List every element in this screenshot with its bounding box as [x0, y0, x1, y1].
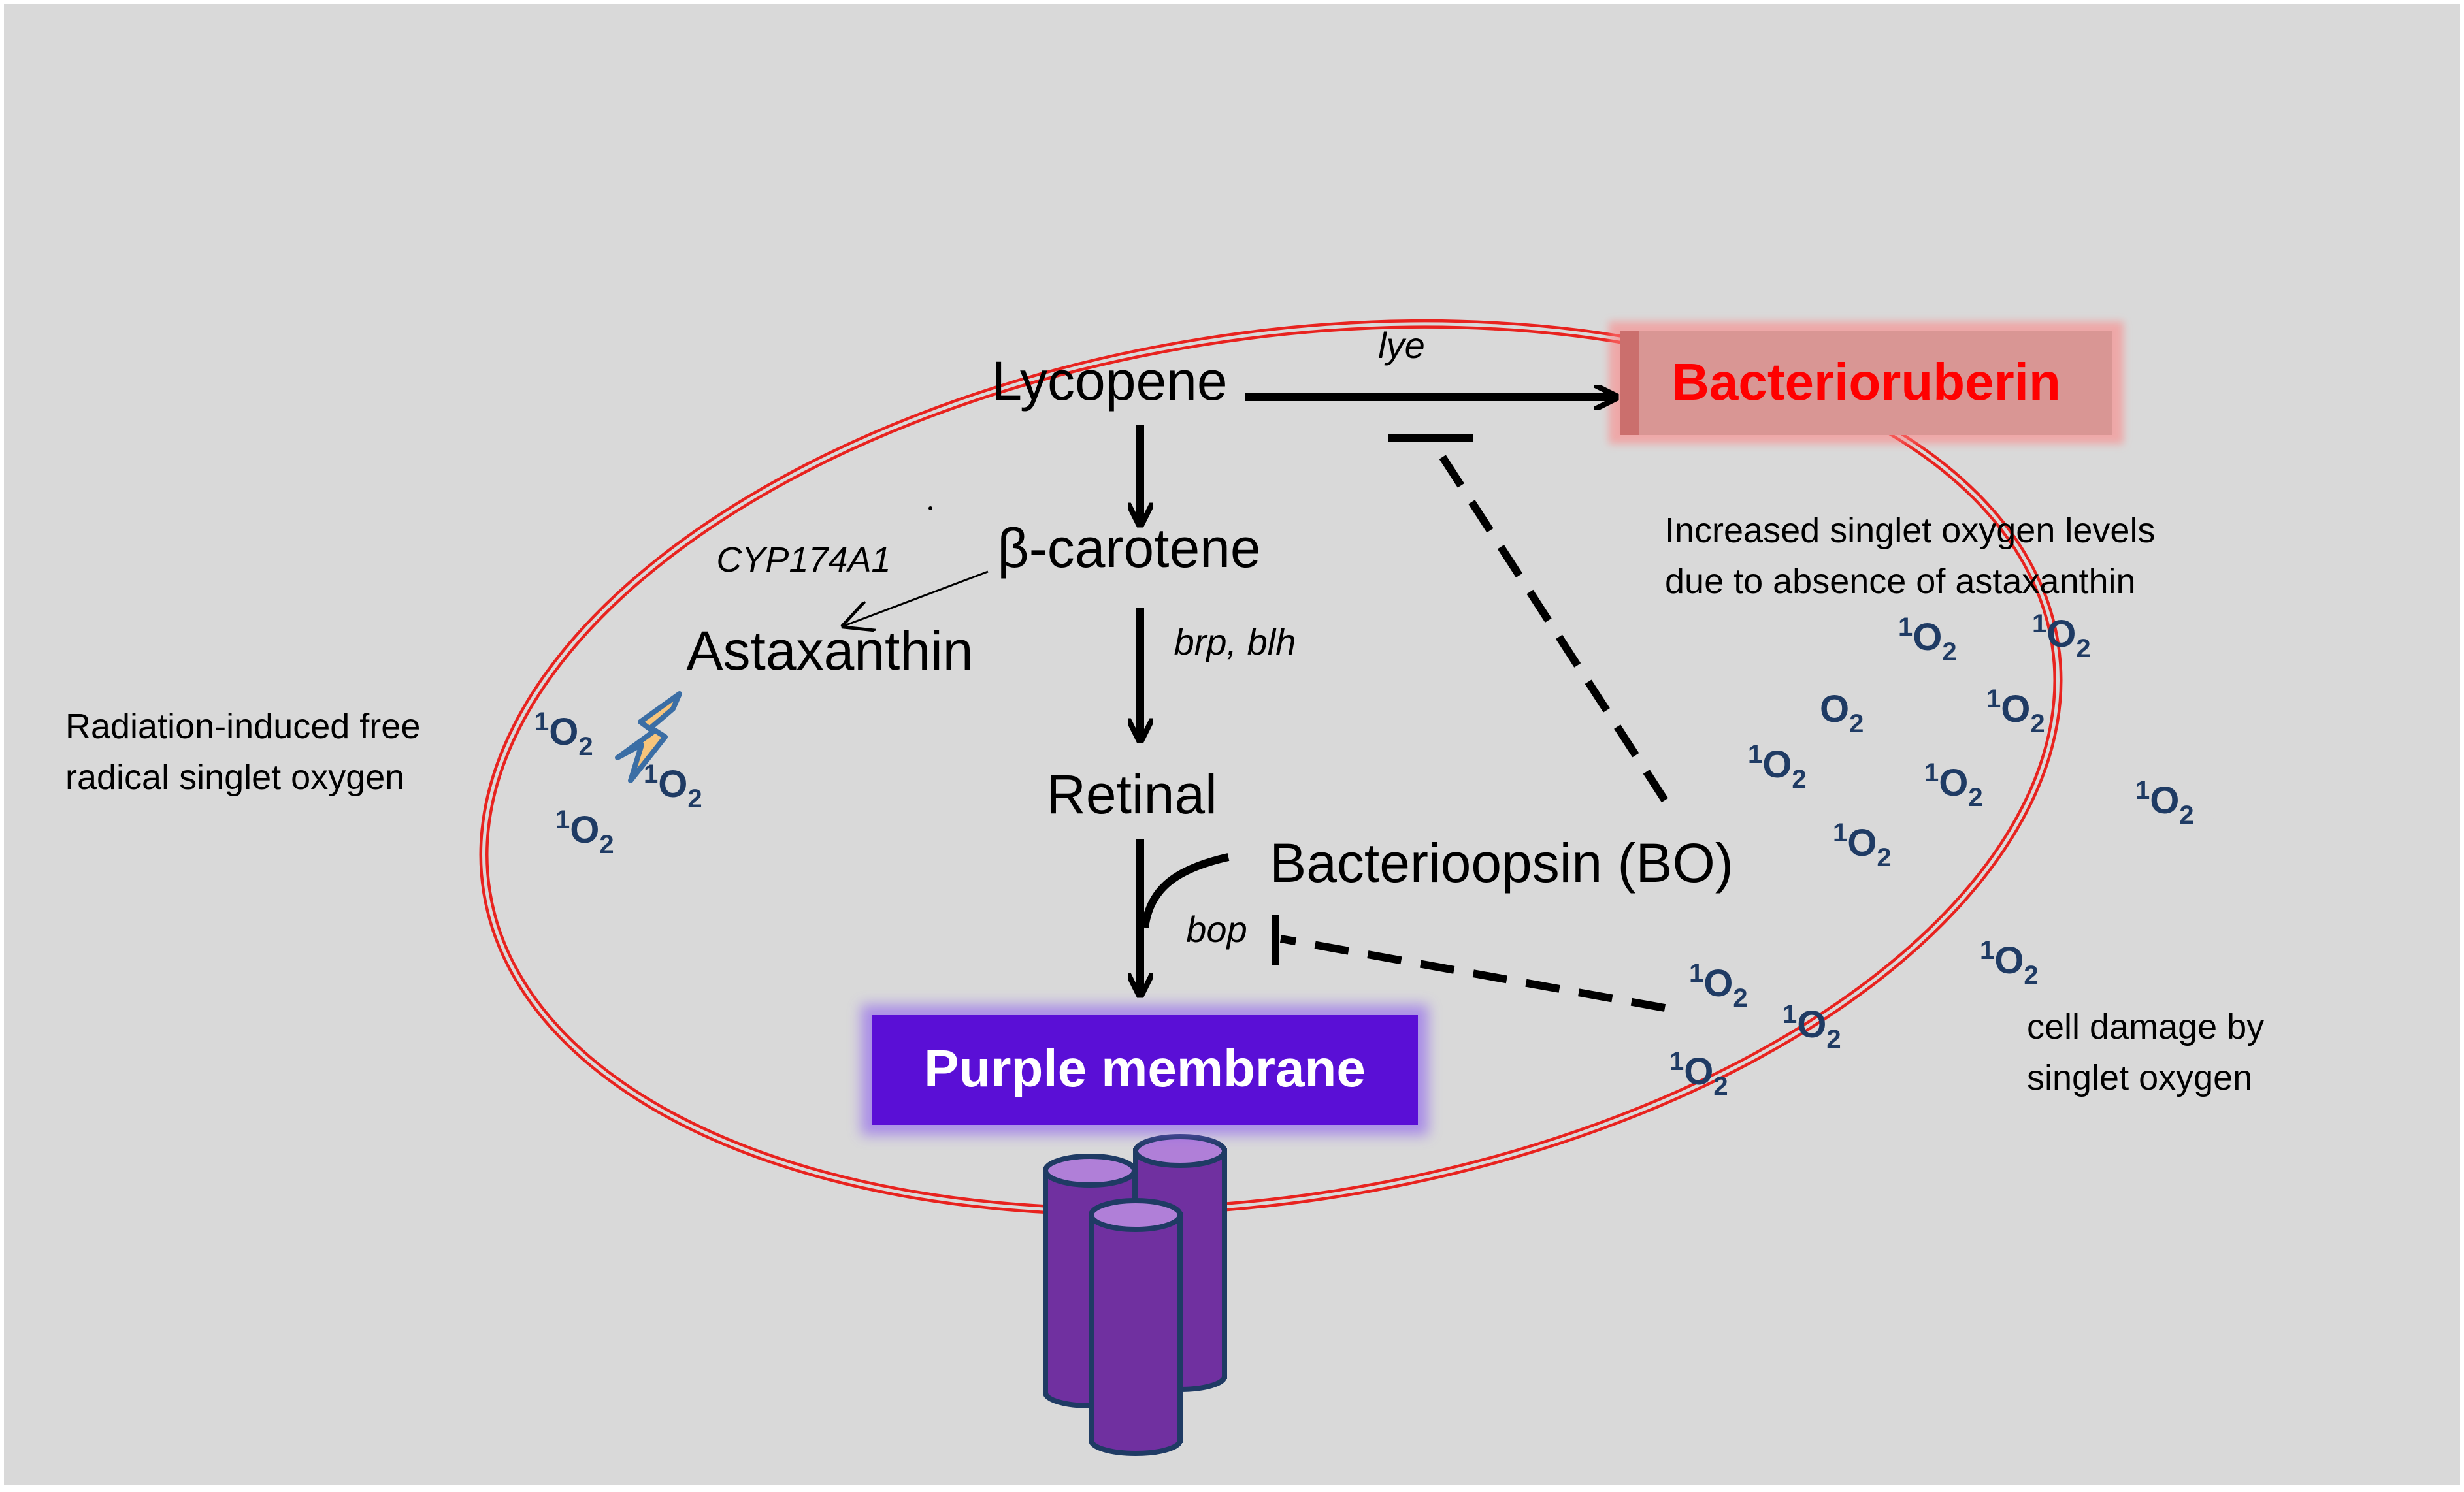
- oxygen-subscript: 2: [1713, 1072, 1728, 1101]
- retinal-label: Retinal: [1046, 764, 1217, 825]
- increased-oxygen-annotation-line2: due to absence of astaxanthin: [1665, 562, 2136, 601]
- bacterioruberin-label: Bacterioruberin: [1671, 353, 2061, 411]
- purple-membrane-label: Purple membrane: [924, 1039, 1366, 1097]
- singlet-oxygen-label: 1O2: [1748, 740, 1807, 794]
- lye-gene-label: lye: [1378, 325, 1425, 366]
- oxygen-symbol: O: [1703, 962, 1733, 1005]
- oxygen-symbol: O: [2001, 688, 2030, 730]
- oxygen-symbol: O: [1913, 616, 1942, 658]
- oxygen-symbol: O: [658, 763, 687, 805]
- oxygen-subscript: 2: [1792, 765, 1806, 794]
- oxygen-subscript: 2: [687, 785, 702, 813]
- lycopene-label: Lycopene: [991, 350, 1227, 412]
- cell-damage-annotation-line1: cell damage by: [2027, 1007, 2264, 1046]
- singlet-oxygen-label: 1O2: [644, 760, 702, 813]
- transmembrane-cylinders-icon: [1043, 1134, 1227, 1456]
- singlet-oxygen-label: 1O2: [1986, 685, 2045, 738]
- oxygen-symbol: O: [1939, 762, 1968, 804]
- singlet-oxygen-label: 1O2: [1669, 1047, 1728, 1101]
- oxygen-label: O2: [1820, 688, 1864, 738]
- oxygen-subscript: 2: [1733, 984, 1747, 1013]
- singlet-superscript: 1: [534, 707, 549, 736]
- oxygen-subscript: 2: [1968, 783, 1982, 812]
- oxygen-subscript: 2: [599, 830, 614, 859]
- annotations: Radiation-induced free radical singlet o…: [65, 511, 2264, 1097]
- singlet-superscript: 1: [1689, 959, 1703, 988]
- oxygen-symbol: O: [1820, 688, 1849, 730]
- singlet-oxygen-label: 1O2: [555, 805, 614, 859]
- cell-damage-annotation-line2: singlet oxygen: [2027, 1058, 2252, 1097]
- singlet-superscript: 1: [1986, 685, 2001, 713]
- pathway-nodes: Lycopene β-carotene Astaxanthin Retinal …: [687, 350, 1733, 894]
- singlet-superscript: 1: [1748, 740, 1762, 769]
- oxygen-subscript: 2: [2030, 709, 2045, 738]
- singlet-superscript: 1: [1782, 1000, 1797, 1029]
- oxygen-symbol: O: [1797, 1003, 1826, 1046]
- singlet-oxygen-label: 1O2: [1833, 819, 1892, 872]
- radiation-annotation-line1: Radiation-induced free: [65, 707, 420, 746]
- singlet-superscript: 1: [555, 805, 570, 834]
- bacterioopsin-label: Bacterioopsin (BO): [1270, 832, 1733, 894]
- oxygen-symbol: O: [570, 809, 599, 851]
- astaxanthin-label: Astaxanthin: [687, 620, 974, 681]
- increased-oxygen-annotation-line1: Increased singlet oxygen levels: [1665, 511, 2155, 550]
- singlet-superscript: 1: [2032, 609, 2046, 638]
- oxygen-subscript: 2: [2076, 634, 2090, 663]
- singlet-superscript: 1: [1669, 1047, 1684, 1076]
- cell-outline: [479, 319, 2233, 1216]
- cylinder-front: [1089, 1198, 1183, 1456]
- oxygen-symbol: O: [1847, 822, 1877, 864]
- oxygen-symbol: O: [1994, 939, 2024, 982]
- singlet-oxygen-label: 1O2: [2032, 609, 2091, 663]
- oxygen-symbol: O: [2046, 613, 2076, 655]
- oxygen-symbol: O: [2150, 779, 2179, 822]
- oxygen-subscript: 2: [1849, 709, 1864, 738]
- oxygen-inhibits-bop-line: [1279, 935, 1666, 1012]
- singlet-oxygen-label: 1O2: [1689, 959, 1748, 1013]
- singlet-oxygen-label: 1O2: [1898, 613, 1957, 666]
- oxygen-subscript: 2: [1877, 843, 1891, 872]
- oxygen-subscript: 2: [578, 732, 593, 761]
- bacterioruberin-box: Bacterioruberin: [1609, 321, 2124, 444]
- singlet-oxygen-label: 1O2: [534, 707, 593, 761]
- oxygen-symbol: O: [1762, 743, 1792, 786]
- oxygen-symbol: O: [549, 711, 578, 753]
- pathway-arrows: [844, 397, 1614, 993]
- oxygen-subscript: 2: [2179, 801, 2193, 830]
- singlet-superscript: 1: [1980, 936, 1994, 965]
- oxygen-subscript: 2: [1826, 1025, 1841, 1054]
- oxygen-subscript: 2: [2024, 961, 2038, 990]
- inhibition-lines: [1272, 434, 1669, 1012]
- bacterioopsin-join-curve: [1141, 853, 1230, 928]
- radiation-annotation-line2: radical singlet oxygen: [65, 758, 404, 797]
- singlet-oxygen-label: 1O2: [2135, 776, 2194, 830]
- oxygen-subscript: 2: [1942, 638, 1956, 666]
- singlet-superscript: 1: [1924, 758, 1939, 787]
- singlet-superscript: 1: [1833, 819, 1847, 847]
- stray-dot: [928, 506, 932, 510]
- singlet-superscript: 1: [644, 760, 658, 788]
- singlet-oxygen-label: 1O2: [1782, 1000, 1841, 1054]
- bo-inhibits-lye-line: [1430, 442, 1669, 803]
- beta-carotene-label: β-carotene: [997, 517, 1260, 579]
- purple-membrane-box: Purple membrane: [861, 1005, 1428, 1135]
- cyp174a1-gene-label: CYP174A1: [716, 540, 891, 579]
- singlet-superscript: 1: [1898, 613, 1913, 641]
- bop-gene-label: bop: [1186, 909, 1247, 950]
- singlet-oxygen-label: 1O2: [1924, 758, 1983, 812]
- brp-blh-gene-label: brp, blh: [1174, 621, 1296, 662]
- carotene-to-astaxanthin-arrow: [844, 570, 989, 626]
- lightning-bolt-icon: [615, 691, 682, 783]
- singlet-superscript: 1: [2135, 776, 2150, 805]
- gene-labels: lye CYP174A1 brp, blh bop: [716, 325, 1424, 950]
- oxygen-symbol: O: [1684, 1050, 1713, 1093]
- singlet-oxygen-label: 1O2: [1980, 936, 2039, 990]
